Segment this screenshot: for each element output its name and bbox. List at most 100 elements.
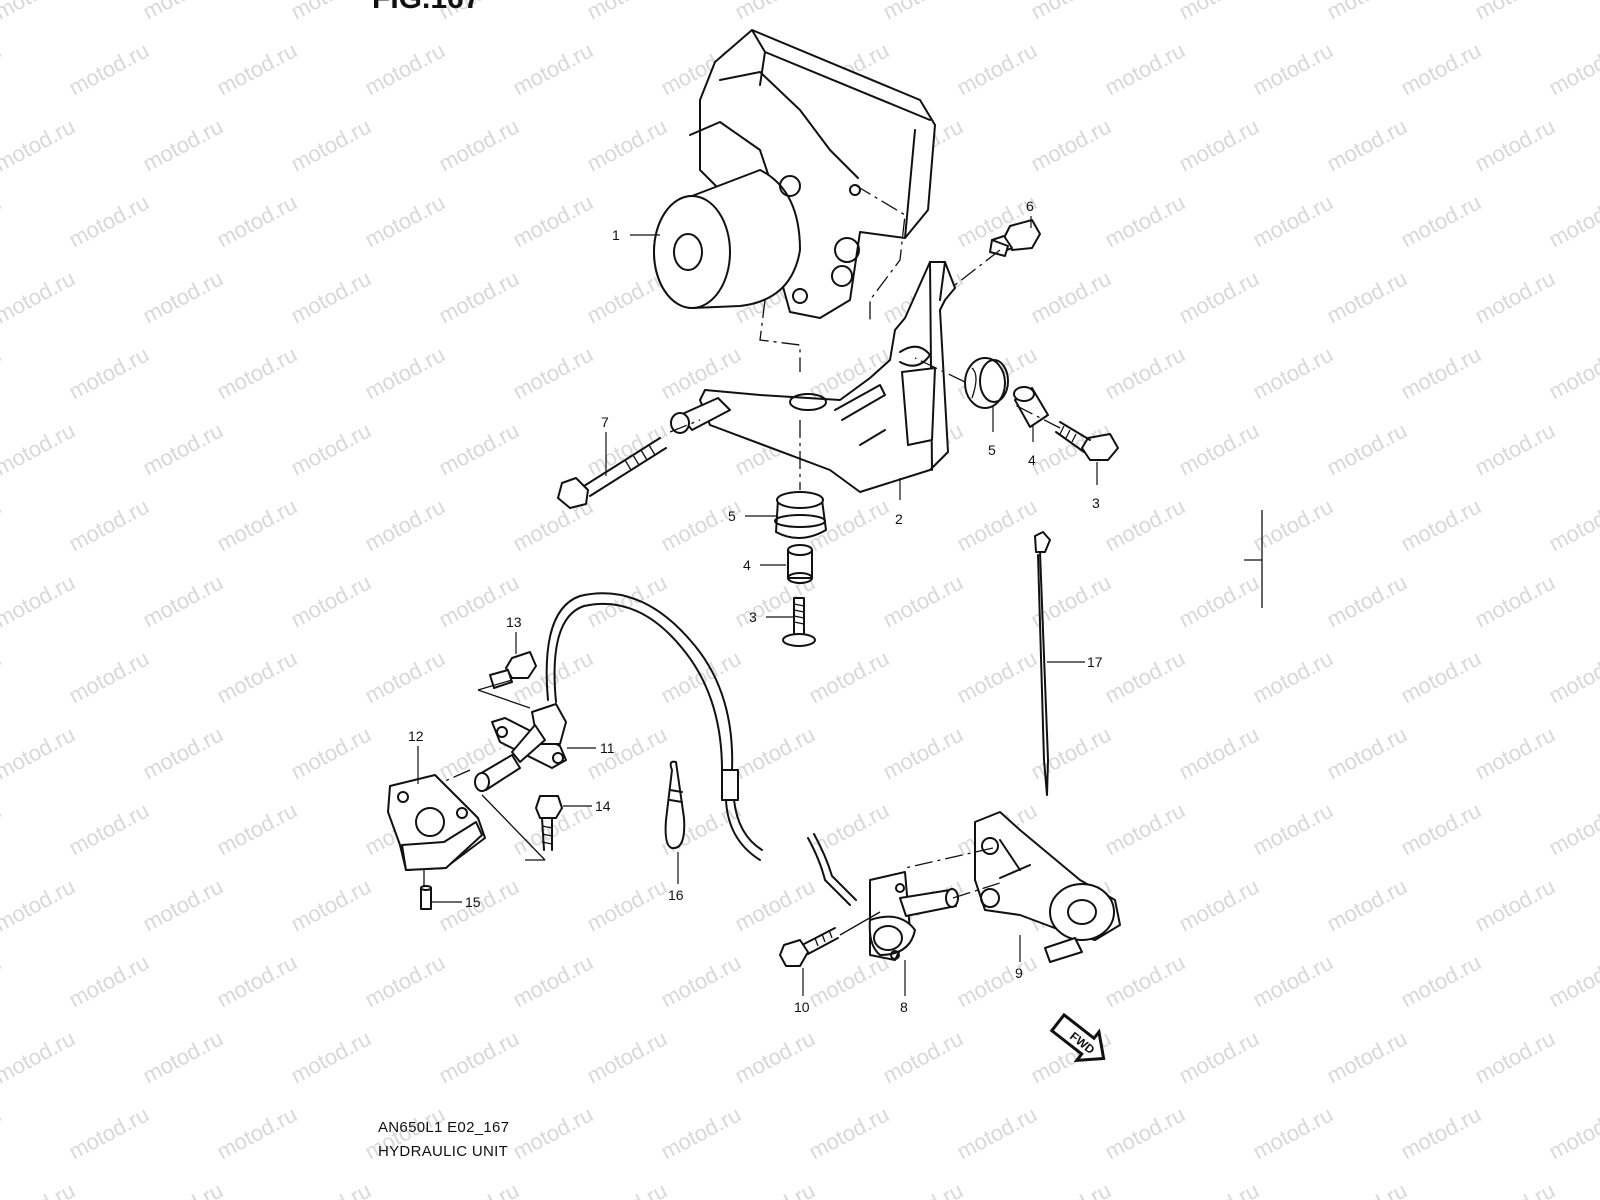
callout-5-lower: 5 xyxy=(728,508,736,524)
watermark-text: motod.ru xyxy=(509,38,597,101)
alignment-line-d xyxy=(954,249,1001,286)
part-speed-sensor-front xyxy=(474,592,763,861)
part-cable-tie xyxy=(1034,531,1051,796)
watermark-text: motod.ru xyxy=(1323,114,1411,177)
watermark-text: motod.ru xyxy=(1175,874,1263,937)
part-bolt-3-lower xyxy=(782,597,816,647)
watermark-text: motod.ru xyxy=(731,1178,819,1200)
watermark-text: motod.ru xyxy=(657,1102,745,1165)
watermark-text: motod.ru xyxy=(583,418,671,481)
watermark-text: motod.ru xyxy=(1397,798,1485,861)
watermark-text: motod.ru xyxy=(953,646,1041,709)
watermark-text: motod.ru xyxy=(1471,722,1559,785)
watermark-text: motod.ru xyxy=(1175,1178,1263,1200)
watermark-text: motod.ru xyxy=(509,342,597,405)
watermark-text: motod.ru xyxy=(213,798,301,861)
watermark-text: motod.ru xyxy=(805,1102,893,1165)
watermark-text: motod.ru xyxy=(657,494,745,557)
watermark-text: motod.ru xyxy=(0,722,79,785)
watermark-text: motod.ru xyxy=(879,570,967,633)
watermark-text: motod.ru xyxy=(953,494,1041,557)
watermark-text: motod.ru xyxy=(1101,190,1189,253)
watermark-text: motod.ru xyxy=(361,950,449,1013)
watermark-text: motod.ru xyxy=(1175,570,1263,633)
callout-7: 7 xyxy=(601,414,609,430)
callout-4-upper: 4 xyxy=(1028,452,1036,468)
part-pin-15 xyxy=(420,885,432,910)
watermark-text: motod.ru xyxy=(1397,190,1485,253)
watermark-text: motod.ru xyxy=(1323,266,1411,329)
callout-16: 16 xyxy=(668,887,684,903)
watermark-text: motod.ru xyxy=(0,418,79,481)
part-clamp-16 xyxy=(664,760,686,850)
figure-title: FIG.167 xyxy=(372,0,480,15)
watermark-text: motod.ru xyxy=(583,0,671,24)
part-bolt-13 xyxy=(489,651,537,689)
watermark-text: motod.ru xyxy=(731,1026,819,1089)
watermark-text: motod.ru xyxy=(879,722,967,785)
watermark-text: motod.ru xyxy=(287,722,375,785)
callout-9: 9 xyxy=(1015,965,1023,981)
watermark-text: motod.ru xyxy=(509,950,597,1013)
watermark-text: motod.ru xyxy=(1249,1102,1337,1165)
watermark-text: motod.ru xyxy=(1249,342,1337,405)
watermark-text: motod.ru xyxy=(0,0,79,24)
part-collar-lower xyxy=(787,544,813,584)
part-grommet-upper xyxy=(964,357,1009,409)
watermark-text: motod.ru xyxy=(287,570,375,633)
callout-5-upper: 5 xyxy=(988,442,996,458)
watermark-text: motod.ru xyxy=(731,0,819,24)
part-grommet-lower xyxy=(774,491,827,539)
watermark-text: motod.ru xyxy=(361,494,449,557)
watermark-text: motod.ru xyxy=(0,190,5,253)
watermark-text: motod.ru xyxy=(213,1102,301,1165)
watermark-text: motod.ru xyxy=(139,570,227,633)
watermark-text: motod.ru xyxy=(287,1026,375,1089)
part-bolt-3-upper xyxy=(1055,421,1119,461)
watermark-text: motod.ru xyxy=(1323,1026,1411,1089)
watermark-text: motod.ru xyxy=(65,798,153,861)
watermark-text: motod.ru xyxy=(1545,342,1600,405)
watermark-text: motod.ru xyxy=(1323,0,1411,24)
watermark-text: motod.ru xyxy=(805,646,893,709)
watermark-text: motod.ru xyxy=(0,646,5,709)
watermark-text: motod.ru xyxy=(1249,38,1337,101)
watermark-text: motod.ru xyxy=(1175,266,1263,329)
watermark-text: motod.ru xyxy=(65,1102,153,1165)
watermark-text: motod.ru xyxy=(1545,494,1600,557)
part-bracket xyxy=(670,261,956,493)
watermark-text: motod.ru xyxy=(1397,1102,1485,1165)
watermark-text: motod.ru xyxy=(1101,342,1189,405)
watermark-text: motod.ru xyxy=(65,190,153,253)
watermark-text: motod.ru xyxy=(583,1178,671,1200)
alignment-line-c xyxy=(854,184,906,320)
watermark-text: motod.ru xyxy=(65,494,153,557)
watermark-text: motod.ru xyxy=(1323,722,1411,785)
callout-8: 8 xyxy=(900,999,908,1015)
alignment-line-e xyxy=(914,357,1061,429)
watermark-text: motod.ru xyxy=(0,798,5,861)
watermark-text: motod.ru xyxy=(1397,38,1485,101)
watermark-text: motod.ru xyxy=(1397,646,1485,709)
watermark-text: motod.ru xyxy=(361,342,449,405)
watermark-text: motod.ru xyxy=(65,342,153,405)
watermark-text: motod.ru xyxy=(953,1102,1041,1165)
watermark-text: motod.ru xyxy=(213,342,301,405)
watermark-text: motod.ru xyxy=(1175,0,1263,24)
guide-line-10 xyxy=(839,911,881,936)
watermark-text: motod.ru xyxy=(1175,114,1263,177)
watermark-text: motod.ru xyxy=(1545,798,1600,861)
watermark-text: motod.ru xyxy=(0,1026,79,1089)
watermark-text: motod.ru xyxy=(1175,1026,1263,1089)
watermark-text: motod.ru xyxy=(287,114,375,177)
watermark-text: motod.ru xyxy=(953,38,1041,101)
watermark-text: motod.ru xyxy=(139,0,227,24)
part-sensor-bracket xyxy=(387,774,486,871)
part-bolt-10 xyxy=(779,927,839,967)
callout-13: 13 xyxy=(506,614,522,630)
watermark-text: motod.ru xyxy=(1471,266,1559,329)
watermark-text: motod.ru xyxy=(1323,570,1411,633)
watermark-text: motod.ru xyxy=(1101,38,1189,101)
watermark-text: motod.ru xyxy=(1471,114,1559,177)
